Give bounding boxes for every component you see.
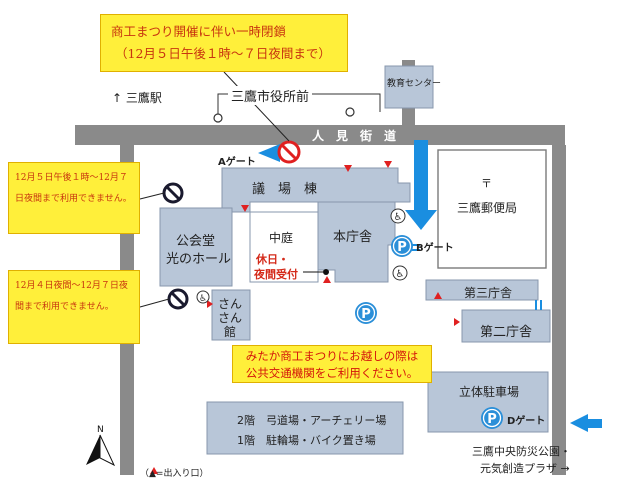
wheelchair-icon: ♿: [196, 290, 210, 304]
left-notice-1: 12月５日午後１時～12月７日夜間まで利用できません。: [8, 162, 140, 234]
post-office-block: [437, 149, 547, 269]
no-entry-icon: [162, 182, 184, 204]
blue-arrow-shaft: [414, 140, 428, 210]
notice-pointer: [139, 298, 170, 308]
blue-arrow-down: [405, 210, 437, 230]
public-hall-label-2: 光のホール: [166, 252, 232, 267]
notice-pointer: [139, 192, 165, 200]
svg-text:♿: ♿: [396, 269, 405, 280]
closure-notice: 商工まつり開催に伴い一時閉鎖 （12月５日午後１時～７日夜間まで）: [100, 14, 348, 72]
archery-building-shape: [206, 401, 404, 455]
festival-notice: みたか商工まつりにお越しの際は 公共交通機関をご利用ください。: [232, 345, 432, 383]
svg-text:P: P: [361, 307, 371, 322]
legend-triangle: [150, 467, 158, 474]
entrance-marker: [241, 205, 249, 212]
wheelchair-icon: ♿: [392, 265, 408, 281]
public-hall-shape: [159, 207, 233, 287]
second-building-shape: [461, 309, 551, 343]
floor2-label: 2階 弓道場・アーチェリー場: [237, 414, 387, 427]
third-building-label: 第三庁舎: [464, 286, 513, 300]
holiday-label-2: 夜間受付: [254, 268, 298, 281]
post-mark-icon: 〒: [481, 177, 492, 190]
legend-label: （▲=出入り口）: [140, 469, 209, 479]
left-notice-2: 12月４日夜間～12月７日夜間まで利用できません。: [8, 270, 140, 344]
entrance-marker: [434, 292, 442, 299]
second-building-label: 第二庁舎: [480, 325, 533, 340]
main-building-label: 本庁舎: [333, 230, 373, 245]
svg-text:♿: ♿: [394, 212, 403, 223]
bus-stop-marker: [213, 113, 223, 123]
north-arrow-icon: N: [86, 425, 116, 467]
hitomi-street: [75, 125, 565, 145]
parking-label: 立体駐車場: [459, 385, 520, 399]
courtyard-area: [249, 211, 319, 283]
svg-text:N: N: [97, 425, 104, 435]
city-hall-front-label: 三鷹市役所前: [228, 86, 313, 105]
park-label-1: 三鷹中央防災公園・: [472, 445, 571, 458]
entrance-marker: [207, 300, 213, 308]
no-entry-icon: [167, 288, 189, 310]
parking-icon: P: [391, 235, 413, 257]
sansan-label-3: 館: [224, 325, 237, 339]
closure-notice-line1: 商工まつり開催に伴い一時閉鎖: [111, 24, 287, 39]
street-label: 人 見 街 道: [312, 129, 397, 143]
bus-stop-marker: [345, 107, 355, 117]
holiday-label-1: 休日・: [256, 253, 289, 266]
svg-text:♿: ♿: [199, 294, 207, 304]
entrance-marker: [323, 276, 331, 283]
right-road: [552, 145, 566, 475]
post-office-label: 三鷹郵便局: [457, 201, 518, 215]
sansan-building-shape: [211, 289, 251, 341]
svg-text:P: P: [487, 412, 497, 427]
parking-icon: P: [355, 302, 377, 324]
sansan-label-2: さん: [218, 311, 243, 325]
entrance-marker: [344, 165, 352, 172]
festival-notice-line2: 公共交通機関をご利用ください。: [245, 366, 419, 380]
gate-a-label: Aゲート: [218, 157, 256, 168]
no-entry-icon: [277, 140, 301, 164]
education-center-label: 教育センター: [387, 79, 442, 89]
gate-d-arrow-shaft: [588, 419, 602, 428]
assembly-building-label: 議 場 棟: [252, 182, 318, 197]
reception-dot: [323, 269, 329, 275]
third-building-shape: [425, 279, 539, 301]
station-label: ↑ 三鷹駅: [112, 91, 162, 105]
courtyard-label: 中庭: [269, 231, 294, 245]
public-hall-label-1: 公会堂: [176, 234, 216, 249]
park-label-2: 元気創造プラザ →: [480, 462, 570, 475]
entrance-marker: [454, 318, 460, 326]
closure-notice-line2: （12月５日午後１時～７日夜間まで）: [115, 46, 331, 61]
notice-pointer: [223, 71, 290, 142]
svg-text:P: P: [397, 240, 407, 255]
entrance-marker: [384, 161, 392, 168]
parking-icon: P: [481, 407, 503, 429]
gate-d-arrow: [570, 414, 588, 432]
festival-notice-line1: みたか商工まつりにお越しの際は: [245, 349, 419, 363]
education-center-building: [384, 65, 434, 109]
wheelchair-icon: ♿: [390, 208, 406, 224]
sansan-label-1: さん: [218, 297, 243, 311]
gate-a-arrow: [258, 144, 280, 162]
gate-d-label: Dゲート: [507, 416, 546, 427]
floor1-label: 1階 駐輪場・バイク置き場: [237, 434, 376, 447]
gate-b-label: Bゲート: [416, 243, 454, 254]
